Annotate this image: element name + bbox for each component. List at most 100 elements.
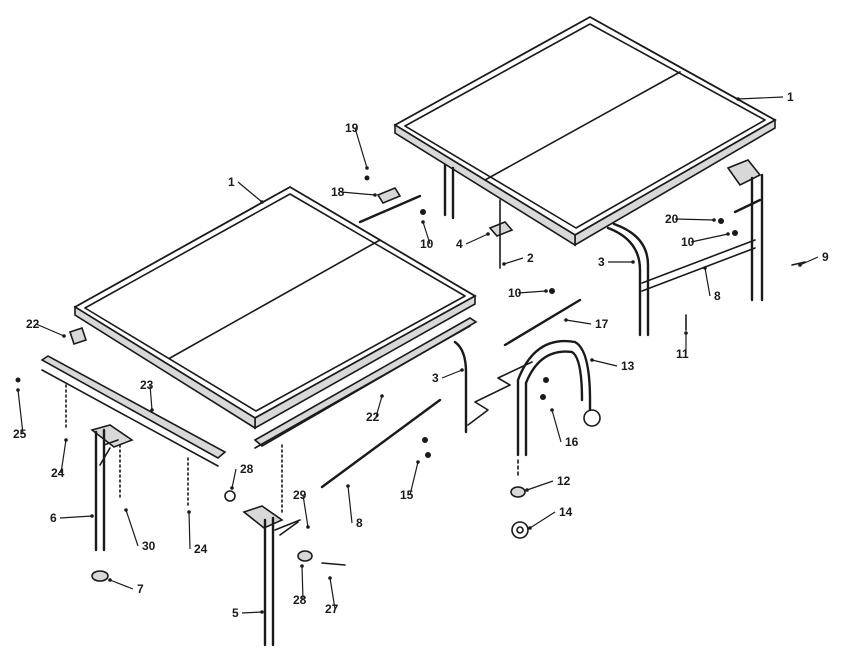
callout-leader: [690, 233, 729, 243]
rod-17: [503, 298, 582, 347]
left-leg-3: [453, 340, 468, 434]
callout-number: 12: [557, 474, 571, 488]
callout-number: 23: [140, 378, 154, 392]
callout-arrowhead: [712, 218, 716, 222]
callout-leader: [354, 127, 368, 169]
callout-leader: [17, 389, 24, 435]
callout-number: 29: [293, 488, 307, 502]
part-28-bottom-disc: [297, 550, 313, 562]
right-rear-leg-pin: [733, 198, 762, 214]
callout-leader: [441, 369, 463, 379]
callout-leader: [526, 480, 554, 491]
left-side-rail-22: [253, 317, 478, 447]
callout-arrowhead: [502, 262, 506, 266]
left-tabletop-inner-border: [84, 193, 466, 412]
callout-leader: [529, 511, 556, 529]
callout-number: 8: [714, 289, 721, 303]
callout-arrowhead: [62, 334, 66, 338]
callout-leader: [60, 439, 67, 474]
callout-arrowhead: [550, 408, 554, 412]
callout-leader: [241, 611, 263, 614]
right-tabletop-side: [394, 123, 576, 247]
callout-number: 14: [559, 505, 573, 519]
callout-number: 28: [240, 462, 254, 476]
right-table-leg-3: [606, 226, 642, 337]
callout-leader: [125, 509, 139, 547]
callout-arrowhead: [108, 578, 112, 582]
part-15-nut-a: [422, 437, 428, 443]
callout-leader: [465, 233, 489, 245]
callout-leader: [302, 494, 309, 528]
caster-frame-assembly: [422, 339, 601, 539]
callout-arrowhead: [260, 610, 264, 614]
callout-number: 16: [565, 435, 579, 449]
right-table-leg-3b: [612, 222, 650, 337]
right-brace-8b: [641, 247, 756, 292]
part-10-left-nut: [420, 209, 426, 215]
callout-leader: [329, 577, 336, 610]
callout-number: 10: [681, 235, 695, 249]
part-16-nut-a: [543, 377, 549, 383]
part-16-nut-b: [540, 394, 546, 400]
callout-number: 17: [595, 317, 609, 331]
callout-leader: [347, 485, 353, 524]
callout-arrowhead: [703, 266, 707, 270]
callout-leader: [35, 323, 65, 337]
callout-number: 10: [508, 286, 522, 300]
callout-leader: [409, 461, 419, 496]
callout-arrowhead: [380, 394, 384, 398]
callout-leader: [109, 579, 134, 590]
callout-arrowhead: [365, 166, 369, 170]
part-28-top-disc: [224, 490, 236, 502]
callout-arrowhead: [631, 260, 635, 264]
right-tabletop-centerline: [484, 71, 681, 181]
right-brace-8a: [641, 239, 756, 284]
caster-wheel-frame: [583, 409, 601, 427]
callout-arrowhead: [64, 438, 68, 442]
part-10-mid-nut: [549, 288, 555, 294]
callout-arrowhead: [726, 232, 730, 236]
left-tabletop-centerline: [169, 239, 381, 359]
callout-leader: [517, 290, 547, 294]
callout-number: 5: [232, 606, 239, 620]
callout-leader: [704, 267, 711, 297]
callout-number: 11: [676, 347, 689, 361]
part-14-caster-hub: [516, 526, 524, 534]
callout-number: 6: [50, 511, 57, 525]
callout-leader: [503, 257, 524, 265]
left-brace-8: [320, 398, 442, 489]
callout-number: 25: [13, 427, 27, 441]
callout-leader: [375, 395, 383, 418]
callout-number: 27: [325, 602, 339, 616]
part-12-socket: [510, 486, 526, 498]
callout-leader: [59, 515, 93, 519]
callout-number: 1: [228, 175, 235, 189]
part-25-screw: [15, 377, 21, 383]
part-14-caster: [511, 521, 529, 539]
end-rail-23-line: [41, 369, 219, 467]
callout-number: 22: [366, 410, 380, 424]
callout-number: 20: [665, 212, 679, 226]
callout-leader: [237, 181, 263, 203]
callout-number: 10: [420, 237, 434, 251]
callout-leader: [799, 256, 819, 266]
end-rail-23: [40, 355, 227, 459]
leg-6-brace: [99, 439, 119, 466]
left-tabletop: [73, 185, 477, 420]
callout-arrowhead: [684, 331, 688, 335]
callout-arrowhead: [460, 368, 464, 372]
callout-arrowhead: [306, 525, 310, 529]
part-18-bracket: [376, 187, 402, 204]
center-hardware: [15, 175, 555, 383]
part-20-nut: [718, 218, 724, 224]
part-22-clip: [68, 326, 88, 346]
caster-frame-13-outer: [516, 339, 592, 457]
callout-leader: [149, 384, 153, 411]
callout-arrowhead: [346, 484, 350, 488]
callout-number: 8: [356, 516, 363, 530]
callout-leader: [422, 221, 431, 245]
right-leg-bracket: [726, 159, 762, 187]
front-legs: [65, 384, 346, 647]
